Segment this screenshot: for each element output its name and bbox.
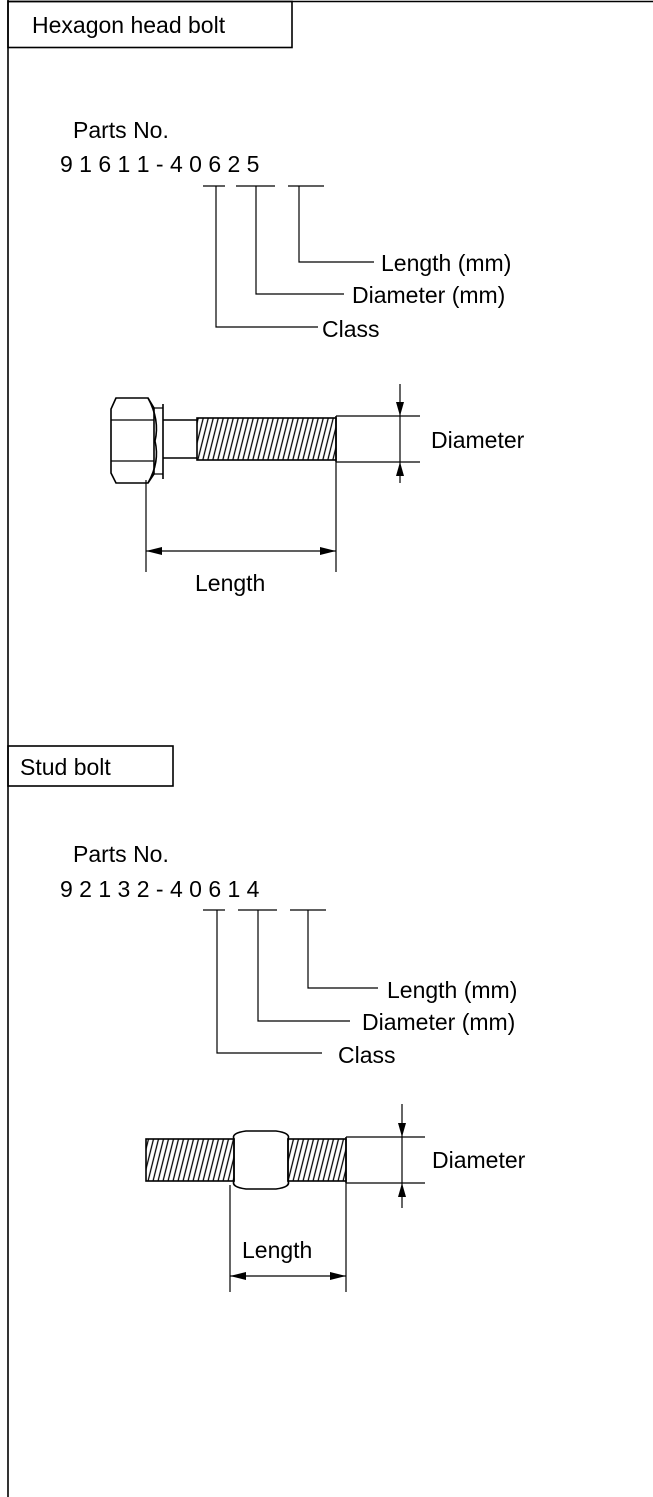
diameter-dimension-label: Diameter — [431, 427, 525, 453]
length-arrow-right — [320, 547, 336, 555]
length-arrow-right — [330, 1272, 346, 1280]
length-callout: Length (mm) — [381, 250, 511, 276]
part-number: 9 2 1 3 2 - 4 0 6 1 4 — [60, 876, 260, 902]
parts-no-label: Parts No. — [73, 841, 169, 867]
class-leader — [216, 910, 322, 1054]
hexagon-bolt-drawing — [110, 397, 337, 484]
length-arrow-left — [230, 1272, 246, 1280]
part-number: 9 1 6 1 1 - 4 0 6 2 5 — [60, 151, 259, 177]
length-callout: Length (mm) — [387, 977, 517, 1003]
hexagon-head-bolt-section: Hexagon head bolt Parts No. 9 1 6 1 1 - … — [7, 0, 525, 596]
length-dimension-label: Length — [195, 570, 265, 596]
section-title-box — [7, 745, 174, 787]
class-callout: Class — [322, 316, 380, 342]
stud-bolt-drawing — [145, 1130, 347, 1190]
parts-no-label: Parts No. — [73, 117, 169, 143]
class-leader — [215, 186, 318, 328]
diameter-leader — [257, 910, 350, 1022]
diameter-arrow-bottom — [398, 1183, 406, 1197]
diameter-arrow-top — [396, 402, 404, 416]
section-title: Stud bolt — [20, 754, 111, 780]
diameter-arrow-bottom — [396, 462, 404, 476]
diameter-leader — [255, 186, 344, 295]
stud-bolt-section: Stud bolt Parts No. 9 2 1 3 2 - 4 0 6 1 … — [7, 745, 526, 1292]
class-callout: Class — [338, 1042, 396, 1068]
diameter-callout: Diameter (mm) — [352, 282, 505, 308]
length-leader — [298, 186, 374, 263]
diameter-dimension-label: Diameter — [432, 1147, 526, 1173]
length-arrow-left — [146, 547, 162, 555]
diameter-callout: Diameter (mm) — [362, 1009, 515, 1035]
section-title-box — [7, 0, 293, 49]
section-title: Hexagon head bolt — [32, 12, 226, 38]
length-leader — [307, 910, 378, 989]
length-dimension-label: Length — [242, 1237, 312, 1263]
diameter-arrow-top — [398, 1123, 406, 1137]
